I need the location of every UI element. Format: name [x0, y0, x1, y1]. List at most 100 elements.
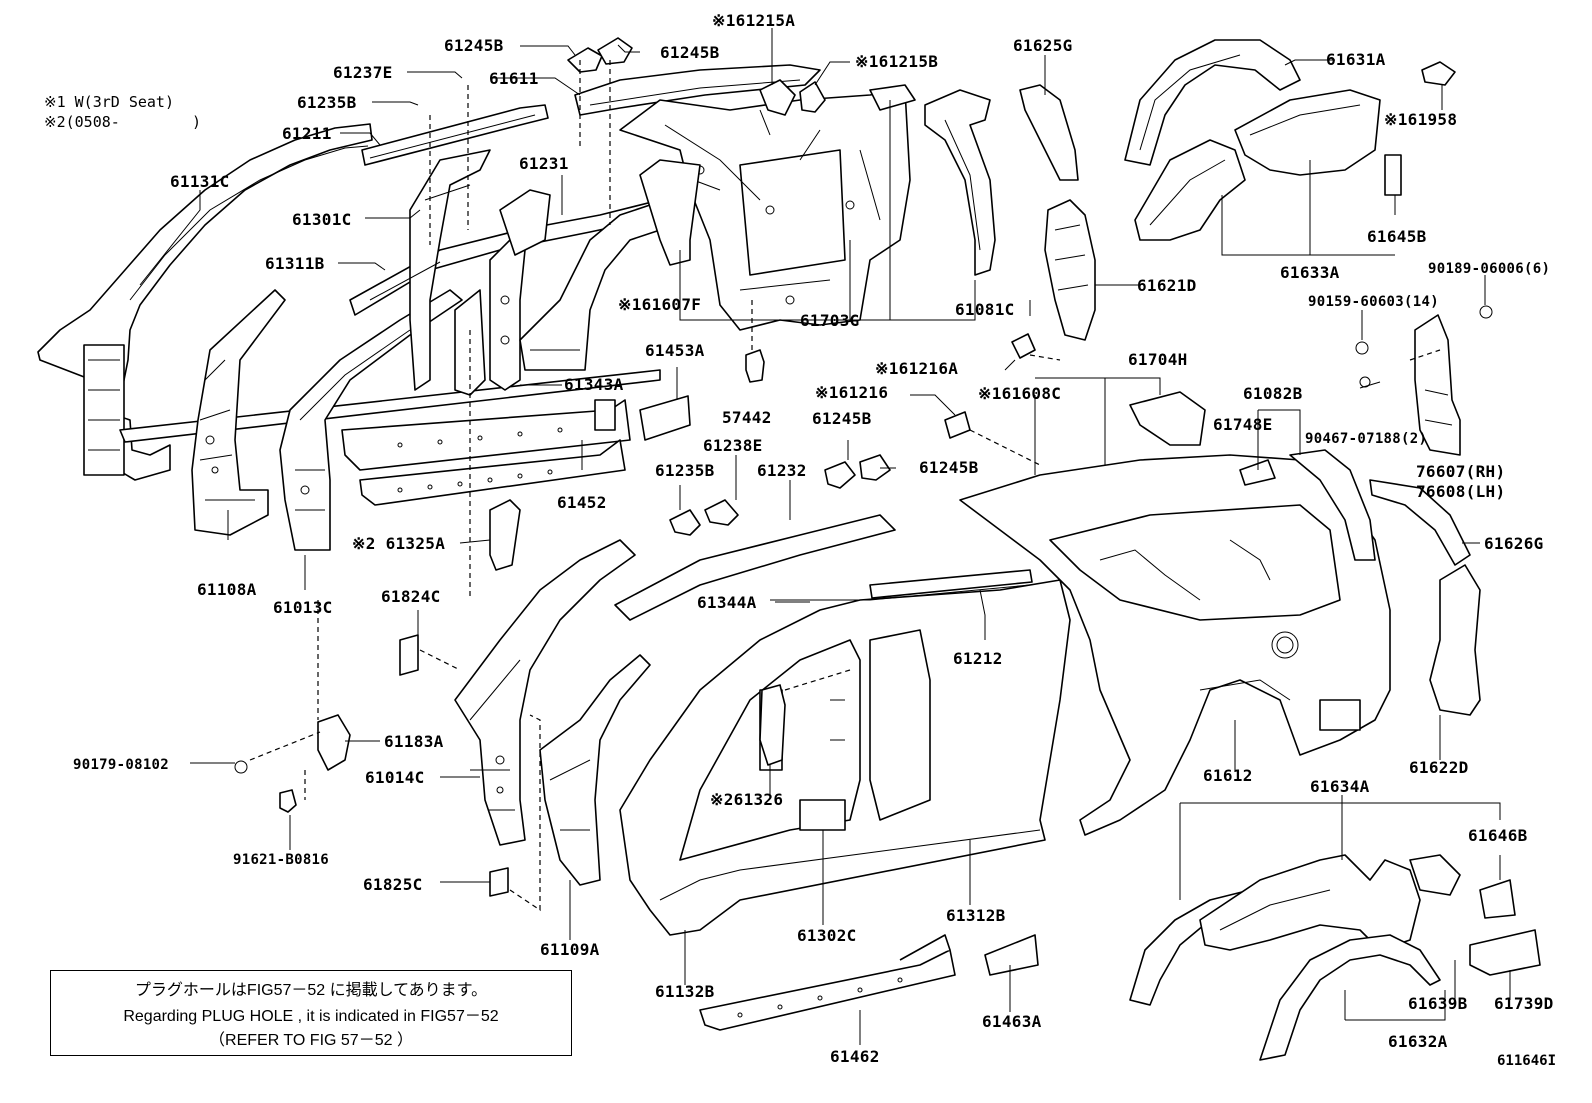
- label-61634a: 61634A: [1310, 777, 1370, 796]
- label-61132b: 61132B: [655, 982, 715, 1001]
- note-0508: ※2(0508- ): [44, 113, 202, 131]
- part-61622d-drawing: [1429, 564, 1481, 716]
- part-61824c-drawing: [399, 634, 419, 676]
- part-61625g-drawing: [1019, 84, 1079, 181]
- label-61109a: 61109A: [540, 940, 600, 959]
- label-61631a: 61631A: [1326, 50, 1386, 69]
- part-61232-drawing: [614, 454, 896, 621]
- label-61216a: ※161216A: [875, 359, 959, 378]
- label-61108a: 61108A: [197, 580, 257, 599]
- label-90467: 90467-07188(2): [1305, 431, 1428, 447]
- label-61245b-d: 61245B: [919, 458, 979, 477]
- part-61211-drawing: [361, 104, 549, 166]
- dashed-guides: [249, 60, 1441, 912]
- label-61625g: 61625G: [1013, 36, 1073, 55]
- label-61621d: 61621D: [1137, 276, 1197, 295]
- label-61739d: 61739D: [1494, 994, 1554, 1013]
- label-61212: 61212: [953, 649, 1003, 668]
- note-refer: （REFER TO FIG 57－52 ）: [209, 1032, 413, 1049]
- part-61109a-drawing: [539, 654, 651, 886]
- part-61013c-drawing: [279, 289, 463, 551]
- part-61212-drawing: [869, 569, 1033, 599]
- label-61302c: 61302C: [797, 926, 857, 945]
- part-61958-drawing: [1421, 61, 1456, 86]
- part-61326-drawing: [759, 684, 786, 766]
- label-61607f: ※161607F: [618, 295, 702, 314]
- label-61216: ※161216: [815, 383, 889, 402]
- label-61452: 61452: [557, 493, 607, 512]
- part-61633a-drawing: [1134, 89, 1381, 241]
- part-61082b-drawing: [1289, 449, 1376, 561]
- label-61633a: 61633A: [1280, 263, 1340, 282]
- label-61215b: ※161215B: [855, 52, 939, 71]
- part-61631a-drawing: [1124, 39, 1301, 166]
- leader-lines: [139, 28, 1511, 1045]
- label-61311b: 61311B: [265, 254, 325, 273]
- label-61626g: 61626G: [1484, 534, 1544, 553]
- part-61645b-drawing: [1384, 154, 1402, 196]
- part-76607-drawing: [1355, 305, 1493, 456]
- label-76608: 76608(LH): [1416, 482, 1506, 501]
- label-61215a: ※161215A: [712, 11, 796, 30]
- label-61245b-a: 61245B: [444, 36, 504, 55]
- label-61235b-a: 61235B: [297, 93, 357, 112]
- part-61612-drawing: [959, 454, 1391, 836]
- label-61958: ※161958: [1384, 110, 1458, 129]
- label-61453a: 61453A: [645, 341, 705, 360]
- note-en: Regarding PLUG HOLE , it is indicated in…: [123, 1008, 499, 1025]
- label-61704h: 61704H: [1128, 350, 1188, 369]
- label-61344a: 61344A: [697, 593, 757, 612]
- label-61325a: ※2 61325A: [352, 534, 446, 553]
- label-61245b-b: 61245B: [660, 43, 720, 62]
- part-61325a-drawing: [489, 499, 521, 571]
- part-61463a-drawing: [984, 934, 1039, 976]
- label-61825c: 61825C: [363, 875, 423, 894]
- part-61626g-drawing: [1369, 479, 1471, 566]
- label-61748e: 61748E: [1213, 415, 1273, 434]
- label-61183a: 61183A: [384, 732, 444, 751]
- label-61612: 61612: [1203, 766, 1253, 785]
- part-61703g-drawing: [619, 79, 916, 331]
- part-61607f-drawing: [639, 159, 701, 266]
- label-61131c: 61131C: [170, 172, 230, 191]
- part-61704h-drawing: [1129, 391, 1206, 446]
- part-61462-drawing: [699, 934, 956, 1031]
- label-57442: 57442: [722, 408, 772, 427]
- plug-hole-note-box: プラグホールはFIG57－52 に掲載してあります。 Regarding PLU…: [50, 970, 572, 1056]
- label-61463a: 61463A: [982, 1012, 1042, 1031]
- label-61312b: 61312B: [946, 906, 1006, 925]
- label-61343a: 61343A: [564, 375, 624, 394]
- label-61211: 61211: [282, 124, 332, 143]
- note-jp: プラグホールはFIG57－52 に掲載してあります。: [134, 982, 488, 999]
- label-61014c: 61014C: [365, 768, 425, 787]
- part-61108a-drawing: [191, 289, 286, 536]
- part-61301c-drawing: [349, 149, 671, 396]
- part-61825c-drawing: [489, 867, 509, 897]
- label-61824c: 61824C: [381, 587, 441, 606]
- part-61231-drawing: [499, 189, 666, 371]
- label-61645b: 61645B: [1367, 227, 1427, 246]
- label-61622d: 61622D: [1409, 758, 1469, 777]
- part-61216-drawing: [944, 411, 971, 439]
- label-91621: 91621-B0816: [233, 852, 330, 868]
- label-61639b: 61639B: [1408, 994, 1468, 1013]
- part-61452-drawing: [341, 399, 631, 506]
- label-61235b-b: 61235B: [655, 461, 715, 480]
- part-61131c-drawing: [37, 123, 373, 481]
- part-61748e-drawing: [1239, 459, 1276, 486]
- part-body-side-drawing: [619, 579, 1071, 936]
- part-61216a-drawing: [1011, 333, 1036, 359]
- part-57442-drawing: [745, 349, 765, 383]
- part-61081c-drawing: [924, 89, 996, 276]
- note-w-3rd-seat: ※1 W(3rD Seat): [44, 93, 174, 111]
- part-61621d-drawing: [1044, 199, 1096, 341]
- label-61082b: 61082B: [1243, 384, 1303, 403]
- label-61231: 61231: [519, 154, 569, 173]
- label-61245b-c: 61245B: [812, 409, 872, 428]
- label-90179: 90179-08102: [73, 757, 170, 773]
- label-61646b: 61646B: [1468, 826, 1528, 845]
- label-61703g: 61703G: [800, 311, 860, 330]
- label-61608c: ※161608C: [978, 384, 1062, 403]
